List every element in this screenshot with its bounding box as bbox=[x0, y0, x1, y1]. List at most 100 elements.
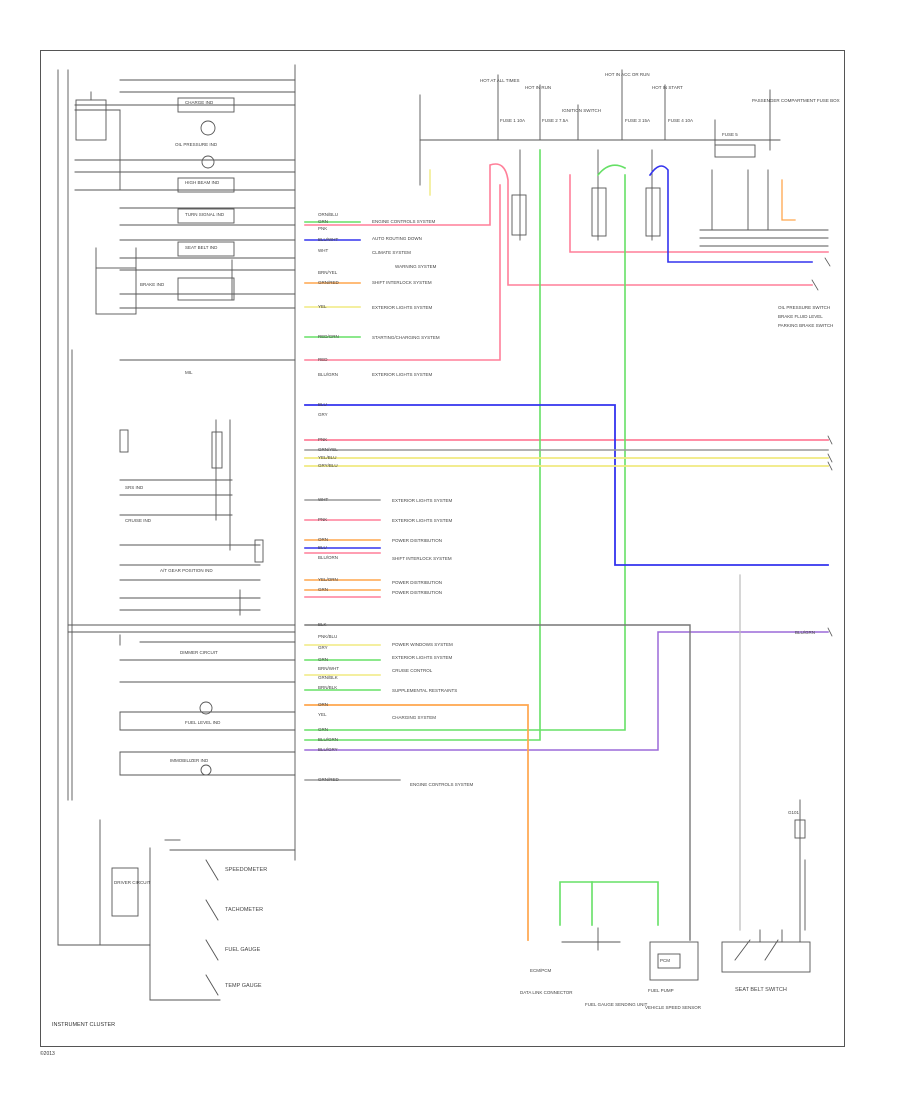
label-gauge: TACHOMETER bbox=[225, 907, 264, 913]
label-wire-color: WHT bbox=[318, 497, 329, 502]
label-bottom-component: FUEL PUMP bbox=[648, 988, 674, 993]
label-wire-color: GRY/BLU bbox=[318, 463, 338, 468]
label-wire-color: BLU/GRY bbox=[318, 747, 338, 752]
label-system-note: EXTERIOR LIGHTS SYSTEM bbox=[372, 372, 433, 377]
label-wire-color: GRN bbox=[318, 587, 328, 592]
label-wire-color: PNK bbox=[318, 517, 328, 522]
cluster-circuits bbox=[57, 64, 296, 1001]
label-system-note: POWER DISTRIBUTION bbox=[392, 590, 443, 595]
label-wire-color: BLU/GRN bbox=[795, 630, 816, 635]
label-wire-color: BLU/WHT bbox=[318, 237, 339, 242]
label-bottom-component: DATA LINK CONNECTOR bbox=[520, 990, 573, 995]
label-cluster-item: TURN SIGNAL IND bbox=[185, 212, 225, 217]
label-system-note: STARTING/CHARGING SYSTEM bbox=[372, 335, 440, 340]
label-system-note: SHIFT INTERLOCK SYSTEM bbox=[392, 556, 452, 561]
label-cluster-item: CHARGE IND bbox=[185, 100, 214, 105]
label-bottom-component: ECM/PCM bbox=[530, 968, 552, 973]
label-right-component: PARKING BRAKE SWITCH bbox=[778, 323, 834, 328]
label-wire-color: YEL bbox=[318, 304, 327, 309]
label-right-component: G101 bbox=[788, 810, 800, 815]
label-cluster-item: BRAKE IND bbox=[140, 282, 165, 287]
label-wire-color: GRN bbox=[318, 727, 328, 732]
label-right-component: OIL PRESSURE SWITCH bbox=[778, 305, 831, 310]
label-wire-color: ORN/BLU bbox=[318, 212, 339, 217]
label-wire-color: YEL/ORN bbox=[318, 577, 338, 582]
wire-pink-1 bbox=[304, 163, 813, 286]
label-system-note: CHARGING SYSTEM bbox=[392, 715, 437, 720]
label-system-note: SUPPLEMENTAL RESTRAINTS bbox=[392, 688, 458, 693]
label-top-source: HOT IN RUN bbox=[525, 85, 552, 90]
label-wire-color: GRN/BLK bbox=[318, 675, 338, 680]
label-system-note: EXTERIOR LIGHTS SYSTEM bbox=[372, 305, 433, 310]
wire-purple-1 bbox=[304, 631, 829, 751]
label-top-source: PASSENGER COMPARTMENT FUSE BOX bbox=[752, 98, 840, 103]
label-wire-color: BLU bbox=[318, 402, 327, 407]
label-wire-color: ORN bbox=[318, 537, 328, 542]
diagram-border bbox=[40, 50, 845, 1047]
label-wire-color: RED bbox=[318, 357, 328, 362]
label-wire-color: BRN/BLK bbox=[318, 685, 338, 690]
label-wire-color: PNK/BLU bbox=[318, 634, 338, 639]
label-cluster-item: OIL PRESSURE IND bbox=[175, 142, 218, 147]
label-cluster-item: A/T GEAR POSITION IND bbox=[160, 568, 213, 573]
label-wire-color: GRN bbox=[318, 657, 328, 662]
label-wire-color: BLU bbox=[318, 545, 327, 550]
label-fuse: FUSE 1 10A bbox=[500, 118, 526, 123]
label-cluster-item: MIL bbox=[185, 370, 193, 375]
label-cluster-item: SEAT BELT IND bbox=[185, 245, 218, 250]
label-wire-color: BLU/GRN bbox=[318, 372, 339, 377]
label-wire-color: WHT bbox=[318, 248, 329, 253]
copyright-mark: ©2013 bbox=[40, 1051, 55, 1057]
label-fuse: FUSE 3 15A bbox=[625, 118, 651, 123]
label-system-note: EXTERIOR LIGHTS SYSTEM bbox=[392, 518, 453, 523]
label-fuse: FUSE 4 10A bbox=[668, 118, 694, 123]
label-gauge: TEMP GAUGE bbox=[225, 983, 262, 989]
label-wire-color: BLU/ORN bbox=[318, 555, 339, 560]
label-top-source: HOT AT ALL TIMES bbox=[480, 78, 520, 83]
label-wire-color: PNK bbox=[318, 437, 328, 442]
wire-pink-2 bbox=[304, 184, 501, 361]
wire-orange-1 bbox=[304, 704, 529, 941]
label-wire-color: BLU/GRN bbox=[318, 737, 339, 742]
wire-green-1 bbox=[304, 149, 541, 741]
wire-green-2 bbox=[304, 174, 626, 731]
label-cluster-item: IMMOBILIZER IND bbox=[170, 758, 209, 763]
label-system-note: AUTO ROUTING DOWN bbox=[372, 236, 422, 241]
label-top-source: HOT IN START bbox=[652, 85, 683, 90]
bottom-components bbox=[561, 799, 811, 981]
label-wire-color: GRY bbox=[318, 412, 328, 417]
label-system-note: EXTERIOR LIGHTS SYSTEM bbox=[392, 655, 453, 660]
label-gauge: SPEEDOMETER bbox=[225, 867, 268, 873]
label-system-note: ENGINE CONTROLS SYSTEM bbox=[410, 782, 474, 787]
label-bottom-component: PCM bbox=[660, 958, 670, 963]
connector-ticks bbox=[811, 257, 833, 637]
label-system-note: EXTERIOR LIGHTS SYSTEM bbox=[392, 498, 453, 503]
label-wire-color: PNK bbox=[318, 226, 328, 231]
label-wire-color: GRN/YEL bbox=[318, 447, 338, 452]
label-system-note: SHIFT INTERLOCK SYSTEM bbox=[372, 280, 432, 285]
label-top-source: HOT IN ACC OR RUN bbox=[605, 72, 650, 77]
label-wire-color: YEL/BLU bbox=[318, 455, 337, 460]
label-wire-color: BRN/YEL bbox=[318, 270, 338, 275]
label-wire-color: BLK bbox=[318, 622, 327, 627]
label-cluster-item: DIMMER CIRCUIT bbox=[180, 650, 218, 655]
label-system-note: ENGINE CONTROLS SYSTEM bbox=[372, 219, 436, 224]
label-wire-color: GRN/RED bbox=[318, 777, 339, 782]
label-system-note: WARNING SYSTEM bbox=[395, 264, 437, 269]
label-wire-color: RED/GRN bbox=[318, 334, 339, 339]
label-right-component: BRAKE FLUID LEVEL bbox=[778, 314, 823, 319]
label-gauge: FUEL GAUGE bbox=[225, 947, 261, 953]
label-cluster-item: CRUISE IND bbox=[125, 518, 152, 523]
label-system-note: POWER WINDOWS SYSTEM bbox=[392, 642, 453, 647]
wire-green-8 bbox=[559, 881, 659, 926]
label-system-note: POWER DISTRIBUTION bbox=[392, 580, 443, 585]
wire-green-3 bbox=[596, 164, 627, 177]
label-wire-color: GRY bbox=[318, 645, 328, 650]
label-cluster-item: SRS IND bbox=[125, 485, 144, 490]
label-wire-color: GRN/RED bbox=[318, 280, 339, 285]
label-bottom-component: VEHICLE SPEED SENSOR bbox=[645, 1005, 702, 1010]
label-right-component: SEAT BELT SWITCH bbox=[735, 987, 787, 993]
wire-blue-4 bbox=[648, 165, 813, 263]
label-cluster-item: HIGH BEAM IND bbox=[185, 180, 220, 185]
